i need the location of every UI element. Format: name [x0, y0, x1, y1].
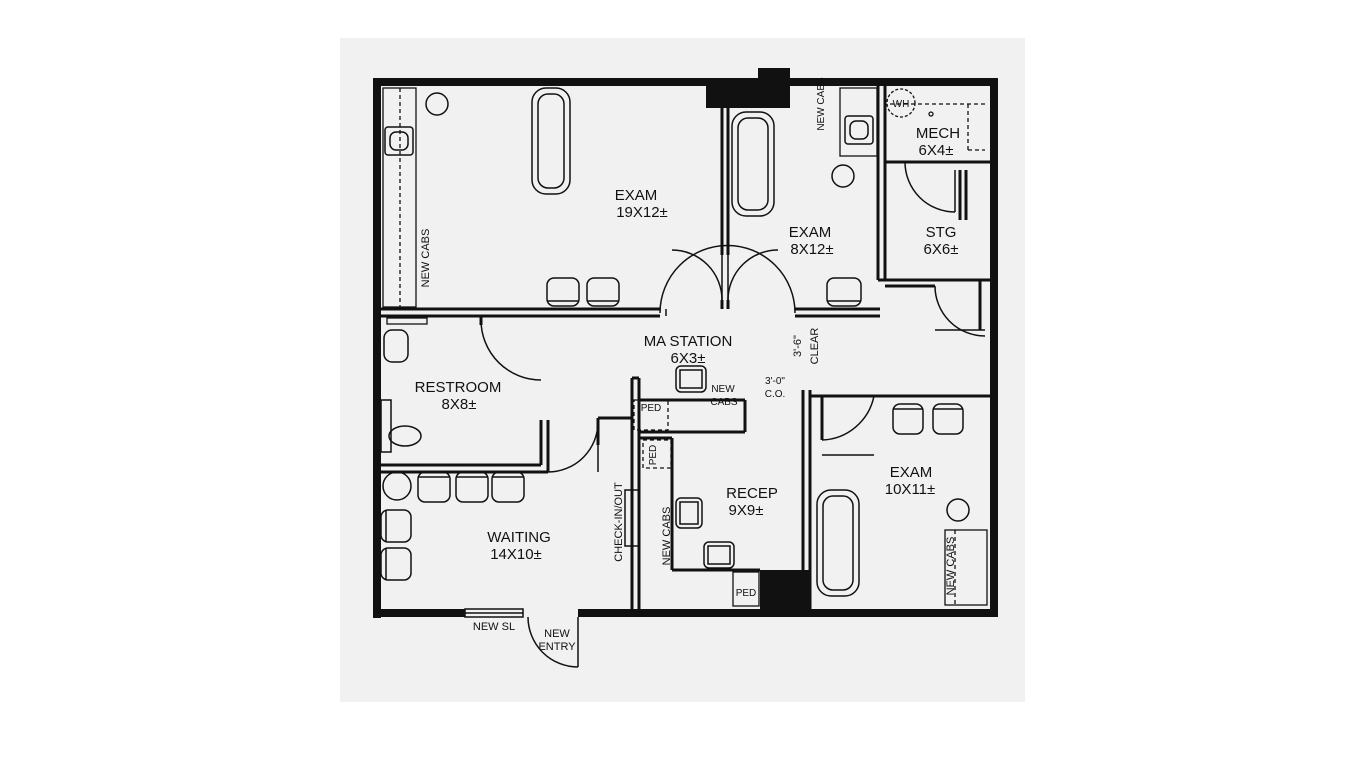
chimney-block — [706, 78, 790, 108]
stg-size: 6X6± — [924, 241, 959, 258]
note-co-dim: 3'-0" — [765, 376, 785, 387]
ma-station-size: 6X3± — [671, 350, 706, 367]
mech-size: 6X4± — [919, 142, 954, 159]
exam3-size: 10X11± — [885, 481, 936, 498]
exam-tables — [531, 87, 860, 597]
stools — [382, 92, 970, 522]
note-clear-dim: 3'-6" — [792, 335, 804, 357]
waiting-name: WAITING — [487, 529, 551, 546]
water-heater — [886, 88, 934, 118]
doors — [480, 161, 986, 668]
restroom-name: RESTROOM — [415, 379, 502, 396]
room-labels: EXAM 19X12± EXAM 8X12± MECH 6X4± STG 6X6… — [415, 125, 960, 563]
exam3-name: EXAM — [890, 464, 933, 481]
note-new-cabs-exam1: NEW CABS — [420, 229, 432, 288]
note-ped-1: PED — [641, 403, 662, 414]
restroom-size: 8X8± — [442, 396, 477, 413]
recep-name: RECEP — [726, 485, 778, 502]
note-new-sl: NEW SL — [473, 621, 515, 633]
note-check-in-out: CHECK-IN/OUT — [613, 482, 625, 562]
note-clear: CLEAR — [809, 328, 821, 365]
note-ped-2: PED — [648, 445, 659, 466]
column-block — [760, 570, 810, 615]
note-ped-3: PED — [736, 588, 757, 599]
note-new-cabs-exam3: NEW CABS — [945, 537, 957, 596]
cabinets — [382, 87, 988, 607]
note-wh: WH — [893, 99, 910, 110]
ma-station-name: MA STATION — [644, 333, 733, 350]
mech-name: MECH — [916, 125, 960, 142]
chairs — [380, 277, 964, 581]
note-new-cabs-recep: NEW CABS — [661, 507, 673, 566]
recep-size: 9X9± — [729, 502, 764, 519]
annotations: NEW CABS NEW CABS WH NEW CABS PED PED PE… — [420, 77, 957, 653]
floor-plan: EXAM 19X12± EXAM 8X12± MECH 6X4± STG 6X6… — [373, 68, 998, 668]
note-cabs: CABS — [710, 397, 738, 408]
note-new-entry-1: NEW — [544, 628, 570, 640]
check-in-counter — [624, 489, 640, 547]
note-new-cabs-exam2: NEW CABS — [816, 77, 827, 131]
waiting-size: 14X10± — [490, 546, 542, 563]
exam2-size: 8X12± — [790, 241, 833, 258]
exam1-name: EXAM — [615, 187, 658, 204]
new-sliding-window — [464, 608, 524, 618]
exam1-size: 19X12± — [616, 204, 668, 221]
note-new-entry-2: ENTRY — [538, 641, 576, 653]
outer-walls — [373, 68, 998, 618]
exam2-name: EXAM — [789, 224, 832, 241]
drawing-sheet: EXAM 19X12± EXAM 8X12± MECH 6X4± STG 6X6… — [340, 38, 1025, 702]
note-new: NEW — [711, 384, 735, 395]
sinks — [383, 115, 874, 363]
stg-name: STG — [926, 224, 957, 241]
toilet — [380, 399, 422, 453]
note-co: C.O. — [765, 389, 786, 400]
